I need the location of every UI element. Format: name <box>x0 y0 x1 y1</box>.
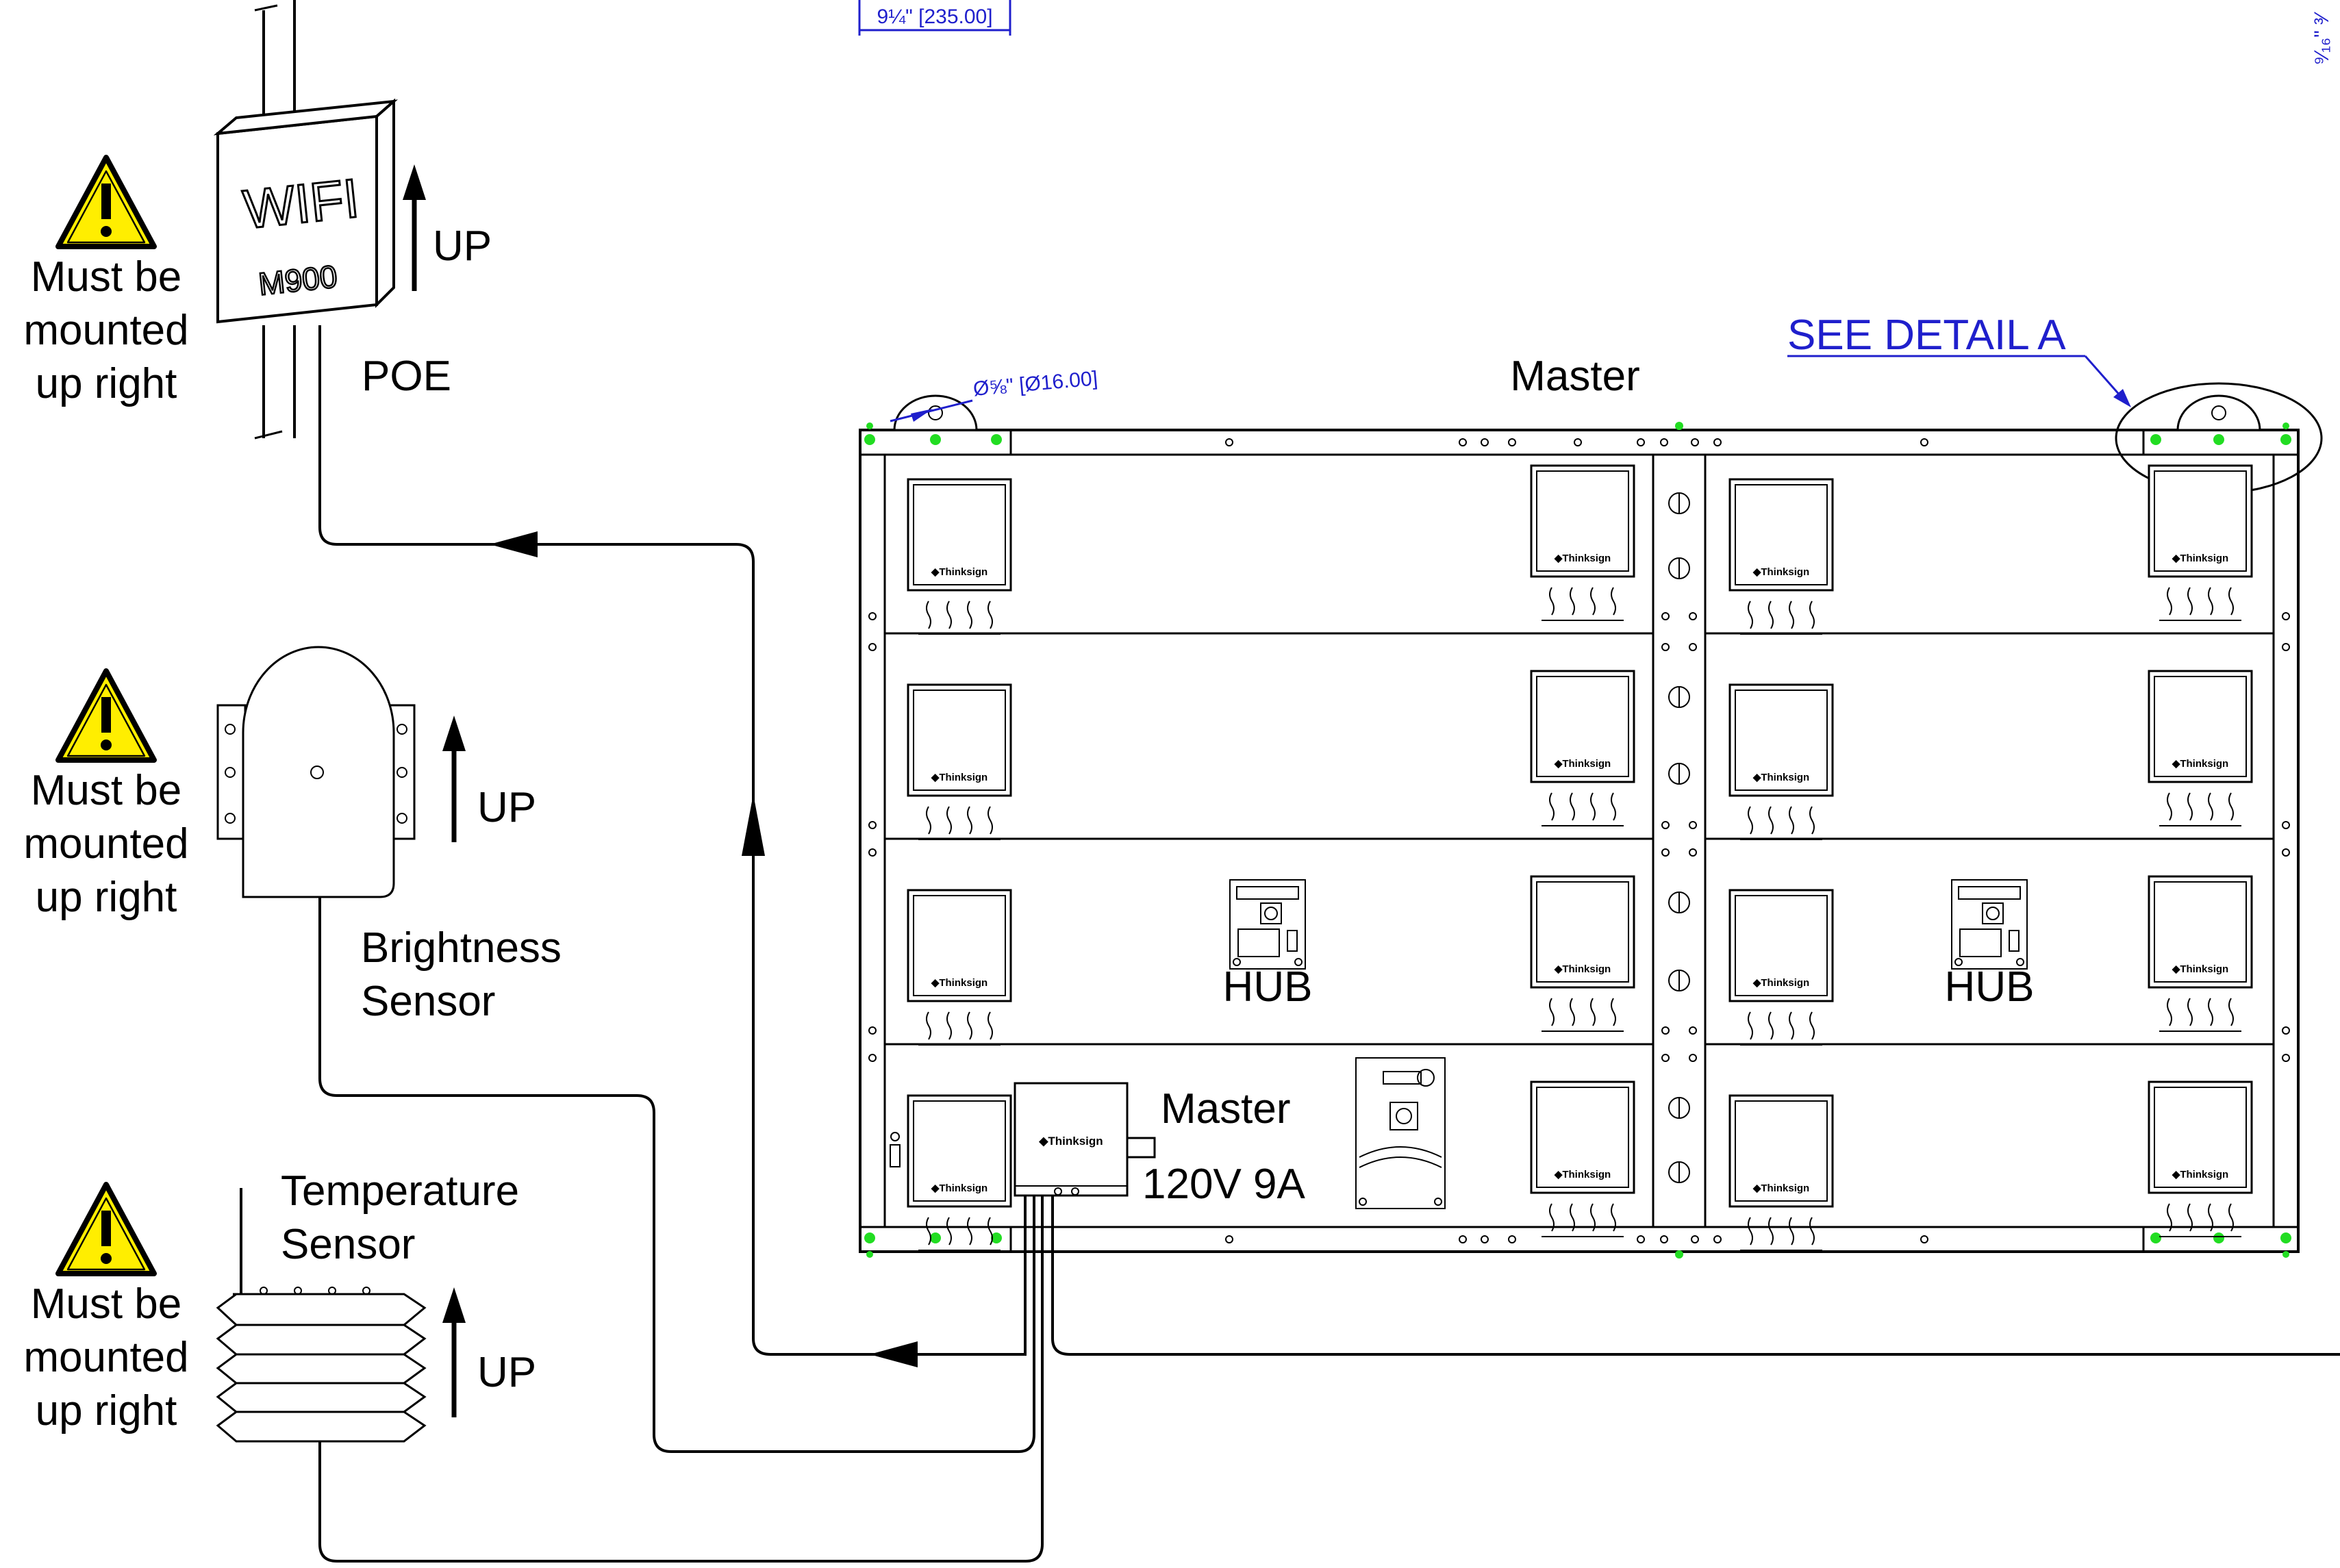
hub-board-icon <box>1951 879 2028 970</box>
brightness-sensor-label: Brightness <box>361 924 562 972</box>
led-module <box>2148 464 2253 622</box>
detail-a-callout: SEE DETAIL A <box>1787 312 2323 494</box>
hub-board-icon <box>1229 879 1306 970</box>
warning-icon <box>58 157 154 246</box>
up-label-temperature: UP <box>477 1349 536 1396</box>
led-module <box>1530 875 1635 1033</box>
temperature-sensor-label: Sensor <box>281 1221 415 1268</box>
up-arrow-icon <box>403 164 426 291</box>
sign-top-label: Master <box>1510 353 1639 400</box>
svg-text:mounted: mounted <box>23 820 188 868</box>
svg-text:mounted: mounted <box>23 307 188 354</box>
top-dimension-label: 9¼" [235.00] <box>877 5 992 28</box>
up-arrow-icon <box>442 1287 466 1417</box>
warning-text-wifi: Must be mounted up right <box>23 253 188 407</box>
led-module <box>907 683 1012 841</box>
svg-text:up right: up right <box>36 360 177 407</box>
warning-text-brightness: Must be mounted up right <box>23 767 188 921</box>
temperature-sensor-label: Temperature <box>281 1167 519 1215</box>
svg-text:Must be: Must be <box>31 253 182 301</box>
cable-wifi <box>318 325 1027 1367</box>
right-dimension-label: ⁹⁄₁₆" ³⁄ <box>2311 12 2333 65</box>
led-module <box>2148 670 2253 827</box>
brightness-sensor <box>216 646 416 898</box>
lifting-eye <box>893 394 2261 431</box>
hole-dimension-label: Ø⅝" [Ø16.00] <box>972 367 1099 401</box>
hub-label: HUB <box>1223 963 1313 1011</box>
frame-holes <box>868 438 2290 1243</box>
cable-temperature <box>318 1195 1044 1563</box>
led-module <box>1530 464 1635 622</box>
power-box: ◆Thinksign <box>1014 1082 1156 1197</box>
svg-text:mounted: mounted <box>23 1334 188 1381</box>
warning-icon <box>58 1185 154 1274</box>
up-arrow-icon <box>442 716 466 842</box>
warning-icon <box>58 671 154 760</box>
led-module <box>2148 875 2253 1033</box>
led-module <box>1728 683 1834 841</box>
see-detail-link[interactable]: SEE DETAIL A <box>1787 312 2066 359</box>
led-module <box>1728 478 1834 635</box>
wifi-text: WIFI <box>240 167 362 240</box>
led-module <box>907 889 1012 1046</box>
cable-brightness <box>318 897 1035 1453</box>
mounting-points <box>864 422 2291 1259</box>
wifi-unit: WIFI M900 <box>213 0 399 440</box>
hub-label: HUB <box>1945 963 2035 1011</box>
cable-to-next-panel <box>1051 1195 2340 1356</box>
svg-text:Must be: Must be <box>31 1280 182 1328</box>
poe-label: POE <box>362 353 451 400</box>
power-box-name: Master <box>1161 1085 1290 1133</box>
svg-text:up right: up right <box>36 1387 177 1434</box>
led-module <box>1530 1080 1635 1238</box>
up-label-wifi: UP <box>433 223 492 270</box>
hole-dimension: Ø⅝" [Ø16.00] <box>890 367 1098 422</box>
led-module <box>1530 670 1635 827</box>
master-controller-board <box>1355 1057 1446 1209</box>
svg-text:Must be: Must be <box>31 767 182 814</box>
wifi-model-text: M900 <box>257 258 339 302</box>
led-module <box>1728 889 1834 1046</box>
warning-text-temperature: Must be mounted up right <box>23 1280 188 1434</box>
ground-icon <box>890 1132 901 1167</box>
top-dimension: 9¼" [235.00] <box>858 0 1011 36</box>
up-label-brightness: UP <box>477 784 536 831</box>
brightness-sensor-label: Sensor <box>361 978 495 1025</box>
svg-text:up right: up right <box>36 874 177 921</box>
led-module <box>907 478 1012 635</box>
temperature-sensor <box>216 1188 427 1443</box>
power-box-rating: 120V 9A <box>1142 1161 1306 1208</box>
center-column-fasteners <box>1668 492 1690 1183</box>
svg-text:◆Thinksign: ◆Thinksign <box>1038 1135 1103 1148</box>
led-module <box>2148 1080 2253 1238</box>
